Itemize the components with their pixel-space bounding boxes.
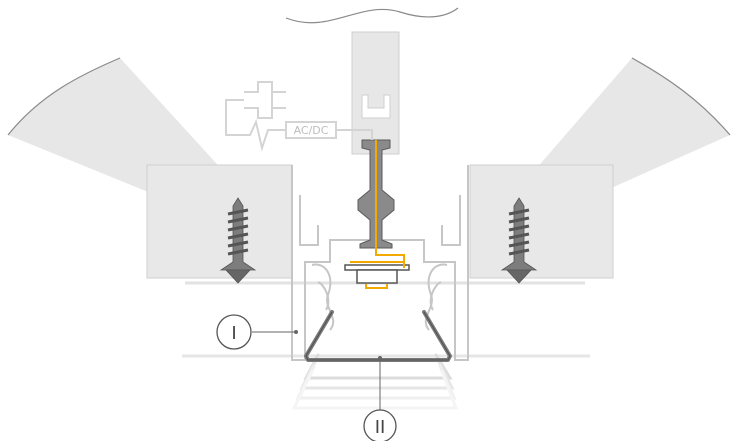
right-screw	[500, 197, 538, 284]
power-plug-icon	[244, 81, 286, 119]
callout-diffuser	[363, 356, 397, 441]
left-ceiling-board	[146, 164, 293, 279]
power-supply-illustration	[225, 81, 373, 152]
led-board	[344, 264, 410, 284]
ac-dc-converter-label: AC/DC	[294, 124, 329, 137]
callout-profile	[216, 314, 298, 350]
left-screw	[219, 197, 257, 284]
right-ceiling-board	[469, 164, 614, 279]
diffuser-ghost-outlines	[291, 353, 459, 410]
callout-diffuser-label: II	[375, 417, 386, 438]
callout-profile-label: I	[231, 323, 236, 344]
power-wire	[350, 140, 405, 289]
